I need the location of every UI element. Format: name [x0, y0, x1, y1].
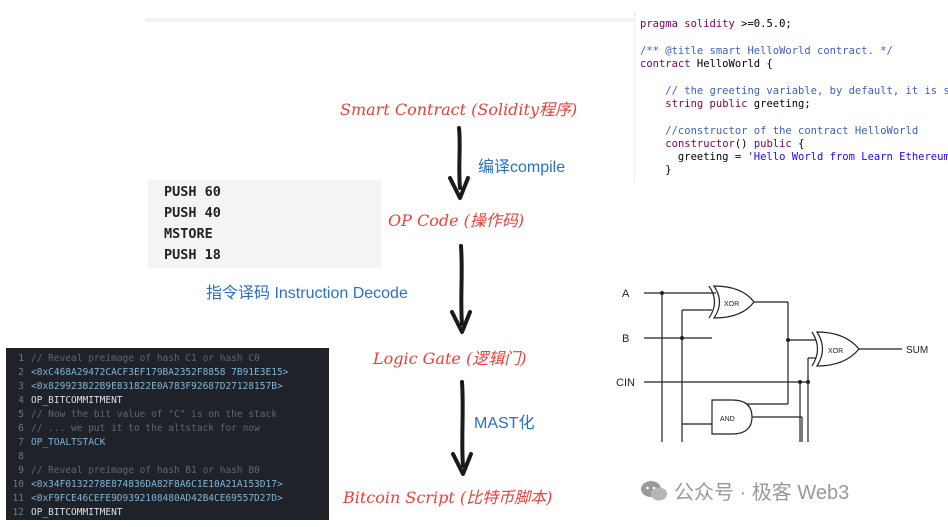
line-text: OP_TOALTSTACK: [31, 437, 106, 448]
line-number: 8: [18, 451, 24, 462]
bitcoin-script-panel: 1 // Reveal preimage of hash C1 or hash C…: [6, 348, 329, 520]
line-text: <0xF9FCE46CEFE9D9392108480AD42B4CE69557D…: [31, 493, 283, 504]
line-number: 11: [12, 493, 24, 504]
opcode-panel: PUSH 60 PUSH 40 MSTORE PUSH 18: [148, 180, 381, 268]
line-text: // ... we put it to the altstack for now: [31, 423, 260, 434]
transition-mast: MAST化: [474, 415, 535, 432]
gate-output-sum: SUM: [906, 345, 928, 356]
stage-op-code: OP Code (操作码): [388, 211, 525, 230]
opcode-line: PUSH 40: [164, 205, 221, 221]
script-line: 2 <0xC468A29472CACF3EF179BA2352F8858 7B91…: [6, 366, 288, 380]
top-divider: [145, 18, 635, 22]
line-number: 1: [18, 353, 24, 364]
gate-xor-2: XOR: [828, 348, 843, 355]
script-line: 3 <0x829923B22B9E831822E0A783F92687D27128…: [6, 380, 283, 394]
line-number: 6: [18, 423, 24, 434]
gate-xor-1: XOR: [724, 301, 739, 308]
solidity-code-panel: pragma solidity >=0.5.0; /** @title smar…: [634, 12, 948, 182]
script-line: 4 OP_BITCOMMITMENT: [6, 394, 123, 408]
gate-input-cin: CIN: [616, 377, 635, 389]
script-line: 5 // Now the bit value of "C" is on the s…: [6, 408, 277, 422]
line-number: 9: [18, 465, 24, 476]
stage-logic-gate: Logic Gate (逻辑门): [373, 349, 527, 368]
watermark: 公众号 · 极客 Web3: [640, 476, 849, 505]
down-arrow-icon: [448, 126, 470, 200]
stage-smart-contract: Smart Contract (Solidity程序): [340, 100, 578, 119]
gate-input-a: A: [622, 288, 630, 300]
line-text: <0x34F0132278E874836DA82F8A6C1E10A21A153…: [31, 479, 283, 490]
line-number: 2: [18, 367, 24, 378]
line-text: // Now the bit value of "C" is on the st…: [31, 409, 277, 420]
code-line: /** @title smart HelloWorld contract. */: [640, 45, 893, 57]
code-line: // the greeting variable, by default, it…: [640, 85, 948, 97]
line-number: 7: [18, 437, 24, 448]
down-arrow-icon: [450, 244, 472, 334]
line-number: 4: [18, 395, 24, 406]
code-line: //constructor of the contract HelloWorld: [640, 125, 919, 137]
wechat-icon: [641, 480, 667, 500]
opcode-line: MSTORE: [164, 226, 213, 242]
line-number: 12: [12, 507, 24, 518]
script-line: 8: [6, 450, 31, 464]
line-text: // Reveal preimage of hash B1 or hash B0: [31, 465, 260, 476]
line-text: <0xC468A29472CACF3EF179BA2352F8858 7B91E…: [31, 367, 289, 378]
logic-gate-diagram: A B CIN XOR XOR AND SUM: [612, 272, 948, 442]
gate-and: AND: [720, 416, 735, 423]
line-number: 3: [18, 381, 24, 392]
code-line: }: [640, 164, 672, 176]
down-arrow-icon: [451, 380, 473, 476]
code-line: greeting = 'Hello World from Learn Ether…: [640, 151, 948, 163]
opcode-line: PUSH 60: [164, 184, 221, 200]
line-text: <0x829923B22B9E831822E0A783F92687D271281…: [31, 381, 283, 392]
script-line: 6 // ... we put it to the altstack for no…: [6, 422, 260, 436]
line-number: 10: [12, 479, 24, 490]
script-line: 10 <0x34F0132278E874836DA82F8A6C1E10A21A1…: [6, 478, 283, 492]
code-line: contract HelloWorld {: [640, 58, 773, 70]
transition-instruction-decode: 指令译码 Instruction Decode: [206, 285, 408, 302]
line-number: 5: [18, 409, 24, 420]
script-line: 12 OP_BITCOMMITMENT: [6, 506, 123, 520]
line-text: // Reveal preimage of hash C1 or hash C0: [31, 353, 260, 364]
script-line: 7 OP_TOALTSTACK: [6, 436, 105, 450]
script-line: 11 <0xF9FCE46CEFE9D9392108480AD42B4CE6955…: [6, 492, 283, 506]
code-line: pragma solidity >=0.5.0;: [640, 18, 792, 30]
line-text: OP_BITCOMMITMENT: [31, 395, 123, 406]
stage-bitcoin-script: Bitcoin Script (比特币脚本): [343, 488, 553, 507]
gate-input-b: B: [622, 333, 629, 345]
line-text: OP_BITCOMMITMENT: [31, 507, 123, 518]
script-line: 9 // Reveal preimage of hash B1 or hash B…: [6, 464, 260, 478]
watermark-text: 公众号 · 极客 Web3: [674, 482, 850, 504]
script-line: 1 // Reveal preimage of hash C1 or hash C…: [6, 352, 260, 366]
code-line: constructor() public {: [665, 138, 805, 150]
code-line: string public greeting;: [665, 98, 811, 110]
transition-compile: 编译compile: [478, 159, 566, 176]
logic-gate-svg: A B CIN XOR XOR AND SUM: [616, 285, 928, 442]
opcode-line: PUSH 18: [164, 247, 221, 263]
